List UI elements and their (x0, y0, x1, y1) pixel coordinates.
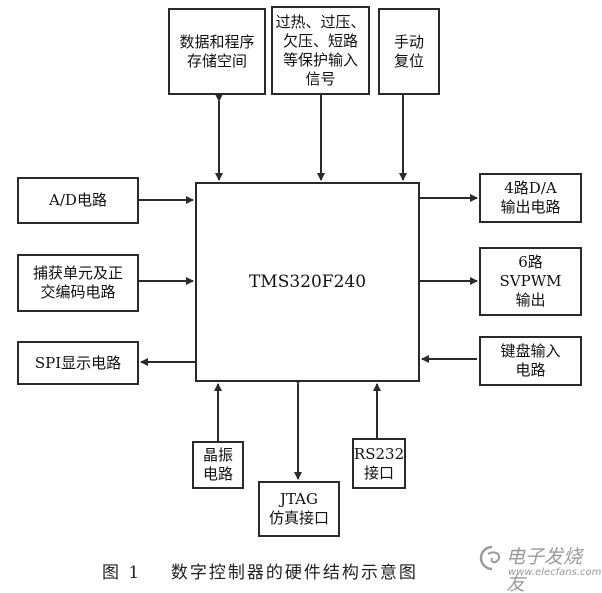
rs232-label: RS232 接口 (353, 444, 405, 482)
reset-box: 手动 复位 (378, 8, 440, 95)
cpu-box: TMS320F240 (195, 182, 420, 382)
watermark-text-cn: 电子发烧友 (506, 546, 583, 593)
reset-label: 手动 复位 (393, 32, 424, 70)
protection-box: 过热、过压、 欠压、短路 等保护输入 信号 (271, 6, 370, 95)
spi-label: SPI显示电路 (34, 353, 122, 372)
capture-box: 捕获单元及正 交编码电路 (17, 254, 139, 312)
pwm-box: 6路 SVPWM 输出 (479, 247, 582, 316)
crystal-box: 晶振 电路 (192, 441, 244, 489)
watermark: 电子发烧友 www.elecfans.com (478, 540, 602, 593)
keyboard-box: 键盘输入 电路 (479, 336, 582, 386)
capture-label: 捕获单元及正 交编码电路 (32, 264, 123, 301)
elecfans-logo-icon (479, 545, 500, 571)
memory-label: 数据和程序 存储空间 (179, 32, 255, 70)
dac-label: 4路D/A 输出电路 (500, 179, 561, 216)
adc-label: A/D电路 (49, 191, 107, 209)
keyboard-label: 键盘输入 电路 (500, 342, 561, 379)
figure-caption: 图 1 数字控制器的硬件结构示意图 (102, 563, 418, 583)
dac-box: 4路D/A 输出电路 (479, 173, 582, 223)
watermark-text-en: www.elecfans.com (508, 567, 602, 578)
memory-box: 数据和程序 存储空间 (168, 8, 266, 95)
rs232-box: RS232 接口 (352, 438, 406, 489)
crystal-label: 晶振 电路 (202, 446, 233, 483)
pwm-label: 6路 SVPWM 输出 (499, 253, 562, 309)
protection-label: 过热、过压、 欠压、短路 等保护输入 信号 (275, 12, 366, 88)
jtag-label: JTAG 仿真接口 (268, 490, 329, 527)
cpu-label: TMS320F240 (248, 271, 367, 292)
jtag-box: JTAG 仿真接口 (258, 481, 340, 537)
spi-box: SPI显示电路 (17, 341, 139, 385)
adc-box: A/D电路 (17, 177, 139, 224)
